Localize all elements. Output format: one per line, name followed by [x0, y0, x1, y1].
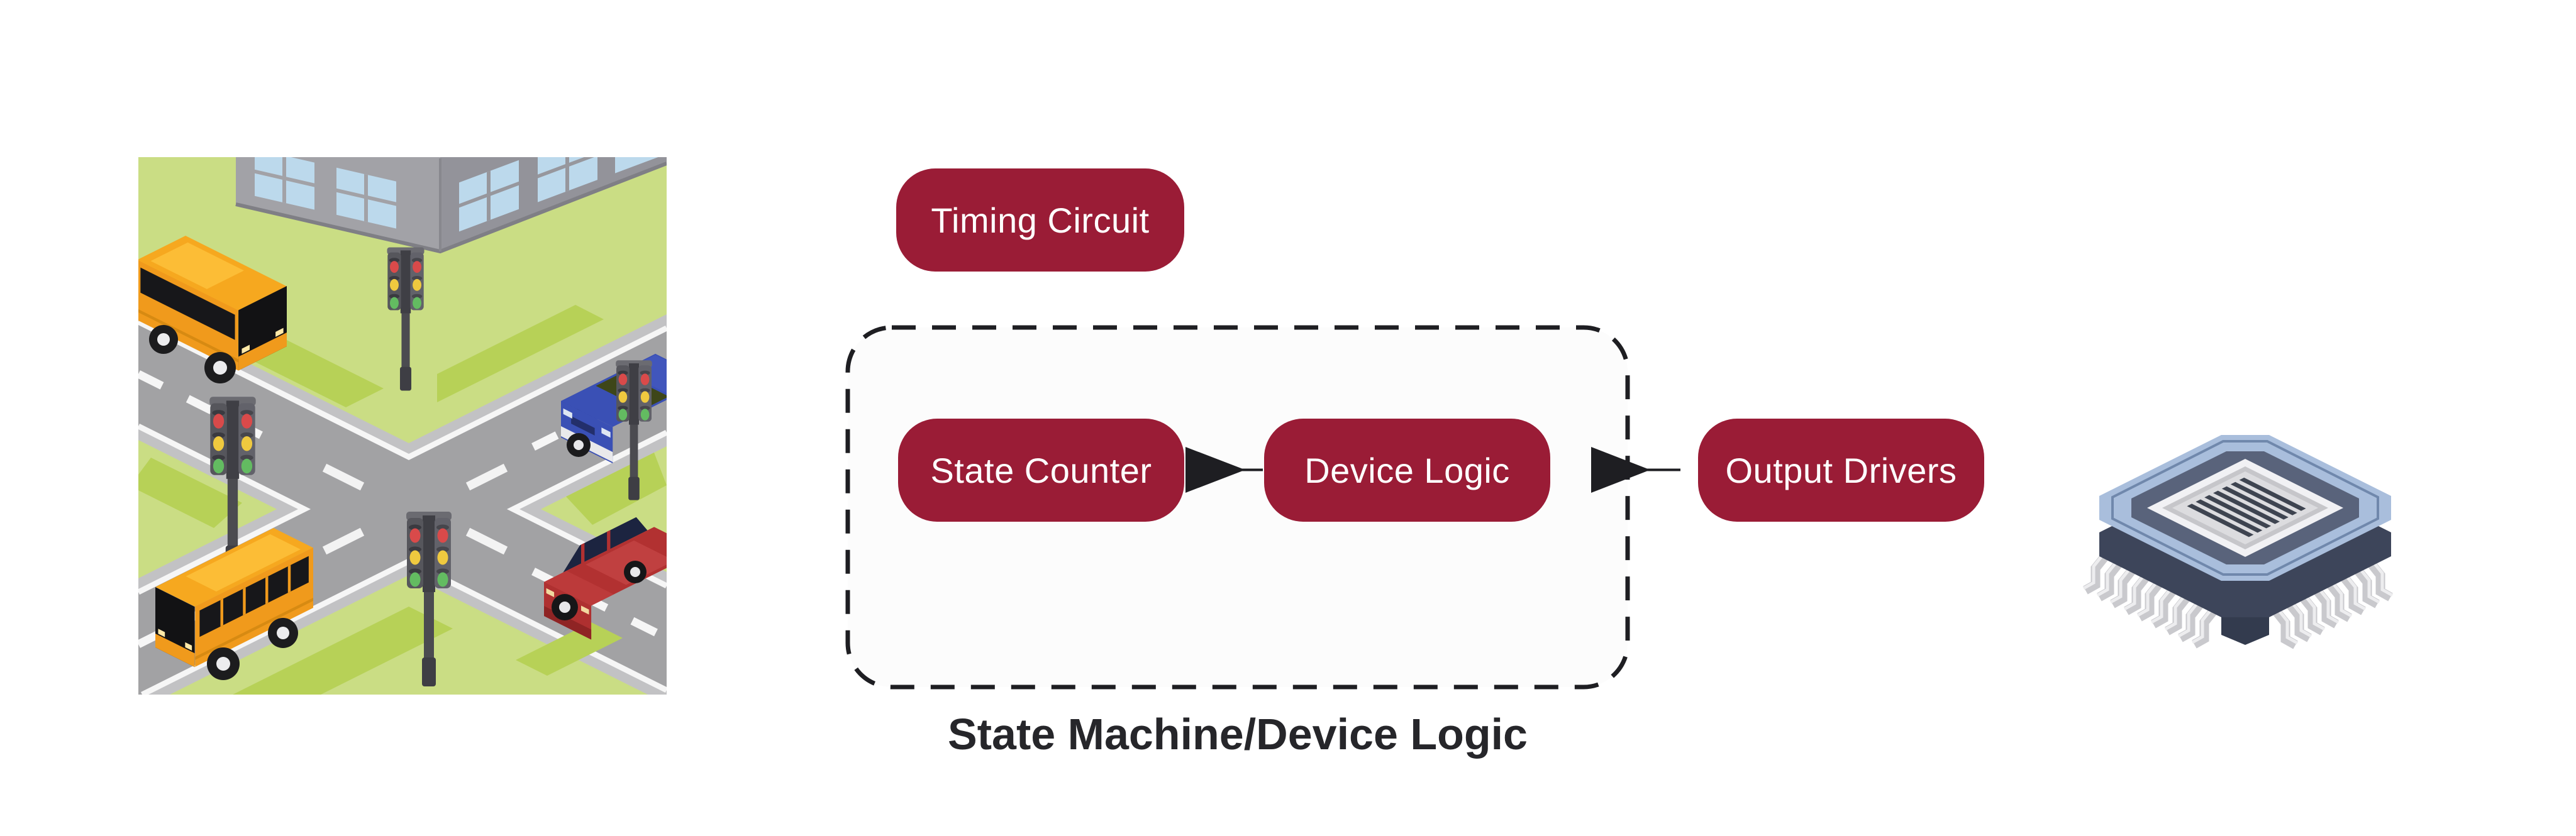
building-windows-left — [255, 148, 396, 229]
node-state-counter: State Counter — [898, 419, 1184, 522]
node-label: Device Logic — [1304, 450, 1510, 490]
node-output-drivers: Output Drivers — [1698, 419, 1984, 522]
node-label: Output Drivers — [1725, 450, 1957, 490]
microchip-illustration — [2057, 357, 2421, 671]
traffic-intersection-illustration — [136, 106, 708, 698]
chip-die — [2147, 459, 2343, 557]
state-machine-group-box — [845, 325, 1630, 690]
bus-bottom-left — [155, 528, 313, 680]
node-timing-circuit: Timing Circuit — [896, 168, 1184, 272]
chip-body-front — [2221, 617, 2269, 645]
chip-die-stripes — [2187, 477, 2306, 537]
building — [235, 106, 668, 254]
node-label: State Counter — [930, 450, 1152, 490]
node-label: Timing Circuit — [931, 200, 1150, 240]
bus-top-left — [137, 236, 287, 383]
microchip-icon — [2057, 435, 2421, 671]
group-caption: State Machine/Device Logic — [948, 710, 1528, 759]
red-car — [544, 517, 702, 640]
flow-arrow-icon — [1591, 447, 1680, 493]
stop-bars — [322, 463, 508, 555]
traffic-intersection-icon — [136, 106, 708, 698]
node-device-logic: Device Logic — [1264, 419, 1550, 522]
flow-arrow-icon — [1185, 447, 1263, 493]
